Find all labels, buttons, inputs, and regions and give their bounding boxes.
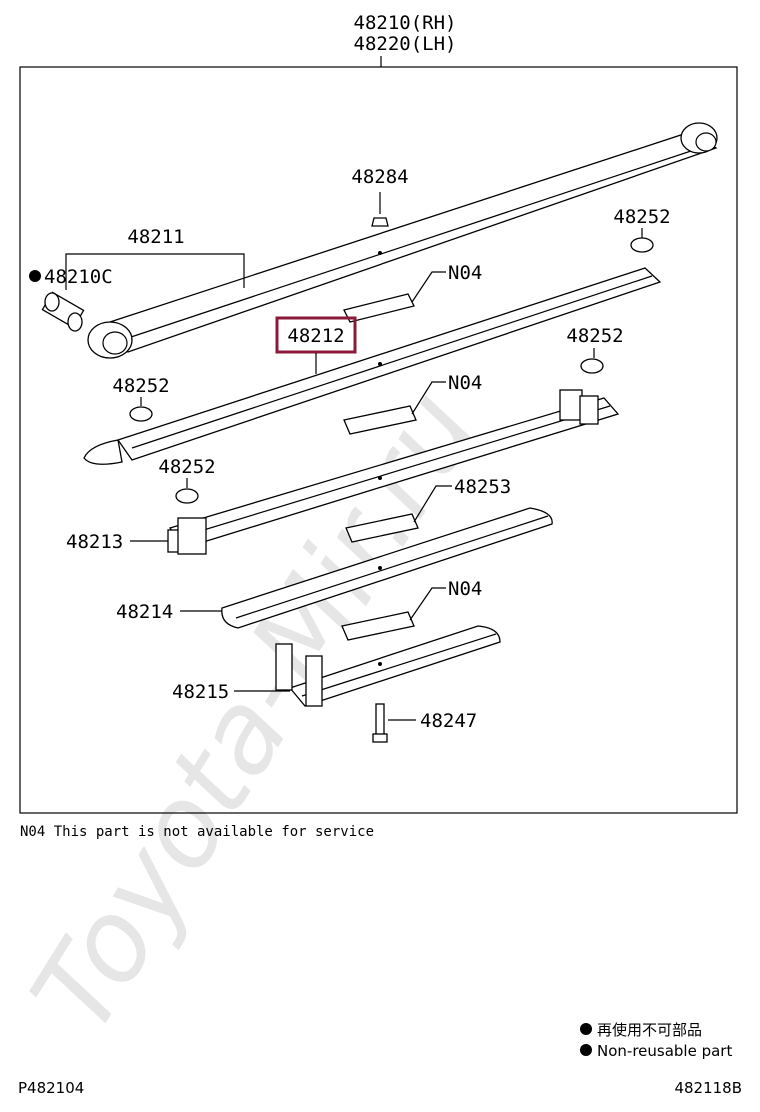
legend-text-en: Non-reusable part bbox=[597, 1042, 732, 1060]
leaf-48215[interactable] bbox=[275, 625, 501, 707]
label-48253[interactable]: 48253 bbox=[454, 476, 511, 498]
leaf-48212[interactable] bbox=[83, 267, 662, 465]
label-48214[interactable]: 48214 bbox=[116, 601, 173, 623]
label-48252-d[interactable]: 48252 bbox=[158, 456, 215, 478]
pad-48253[interactable] bbox=[345, 513, 419, 543]
legend-bullet-en bbox=[580, 1044, 592, 1056]
label-48212[interactable]: 48212 bbox=[287, 325, 344, 347]
label-48252-b[interactable]: 48252 bbox=[566, 325, 623, 347]
leader-n04-b bbox=[411, 381, 446, 415]
bumper-48252-a[interactable] bbox=[630, 237, 654, 253]
label-48211[interactable]: 48211 bbox=[127, 226, 184, 248]
non-reusable-bullet bbox=[29, 270, 41, 282]
leader-n04-c bbox=[409, 587, 446, 621]
diagram-frame bbox=[19, 66, 738, 814]
leaf-48214[interactable] bbox=[221, 507, 553, 629]
leader-n04-a bbox=[411, 271, 446, 303]
bumper-48252-c[interactable] bbox=[129, 406, 153, 422]
assembly-label-rh[interactable]: 48210(RH) bbox=[354, 12, 457, 34]
label-48252-c[interactable]: 48252 bbox=[112, 375, 169, 397]
legend-bullet-jp bbox=[580, 1023, 592, 1035]
leaf-48213[interactable] bbox=[167, 389, 620, 555]
label-48215[interactable]: 48215 bbox=[172, 681, 229, 703]
bushing-48210C[interactable] bbox=[41, 291, 85, 332]
label-48252-a[interactable]: 48252 bbox=[613, 206, 670, 228]
label-48213[interactable]: 48213 bbox=[66, 531, 123, 553]
footer-code-right: 482118B bbox=[674, 1079, 742, 1097]
bolt-48247[interactable] bbox=[372, 703, 388, 743]
label-48210C[interactable]: 48210C bbox=[44, 266, 113, 288]
highlight-48212 bbox=[275, 316, 357, 354]
pad-n04-b[interactable] bbox=[343, 405, 417, 435]
leader-48253 bbox=[413, 485, 452, 523]
footer-code-left: P482104 bbox=[18, 1079, 84, 1097]
assembly-label-lh[interactable]: 48220(LH) bbox=[354, 33, 457, 55]
label-n04-c[interactable]: N04 bbox=[448, 578, 482, 600]
footnote-n04: N04 This part is not available for servi… bbox=[20, 824, 374, 840]
legend-text-jp: 再使用不可部品 bbox=[597, 1021, 702, 1039]
nut-48284[interactable] bbox=[371, 192, 389, 227]
label-n04-a[interactable]: N04 bbox=[448, 262, 482, 284]
label-48247[interactable]: 48247 bbox=[420, 710, 477, 732]
leader-48211 bbox=[65, 253, 245, 290]
bumper-48252-d[interactable] bbox=[175, 488, 199, 504]
label-n04-b[interactable]: N04 bbox=[448, 372, 482, 394]
main-leaf-48211[interactable] bbox=[87, 122, 718, 359]
pad-n04-c[interactable] bbox=[341, 611, 415, 641]
bumper-48252-b[interactable] bbox=[580, 358, 604, 374]
label-48284[interactable]: 48284 bbox=[351, 166, 408, 188]
